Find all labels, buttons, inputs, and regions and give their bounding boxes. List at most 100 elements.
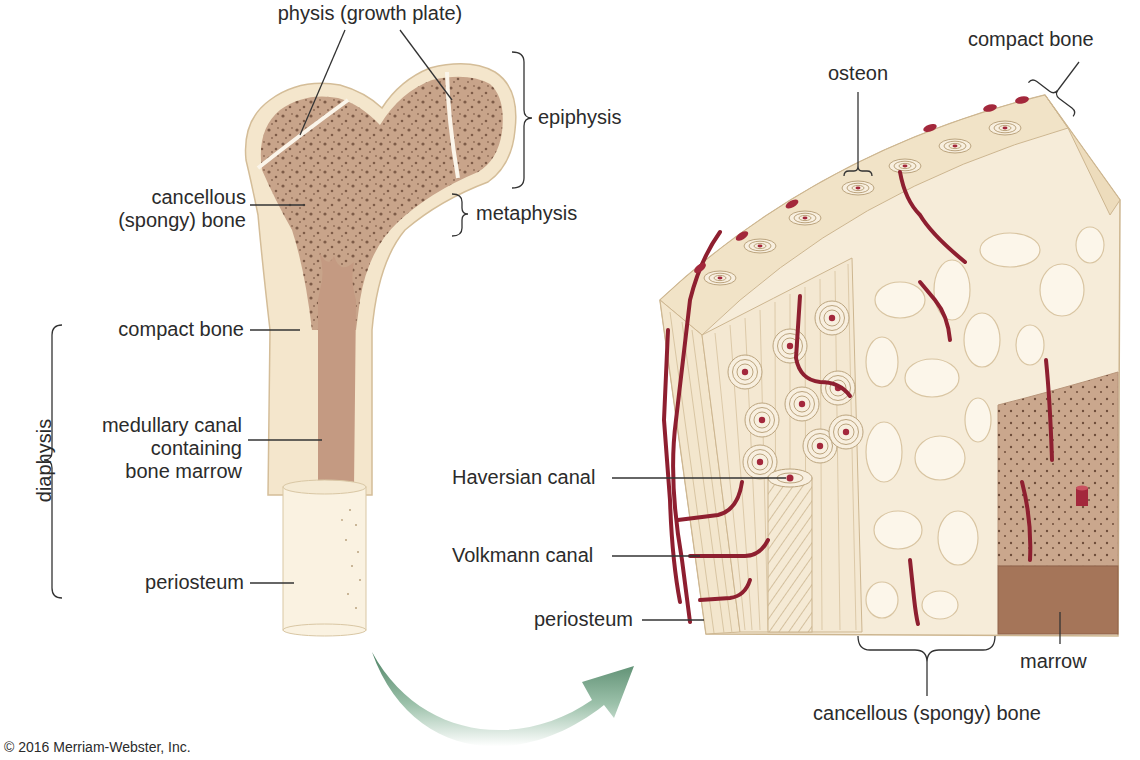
osteon-top xyxy=(989,121,1021,135)
leader-line xyxy=(250,204,305,205)
trabecular-space xyxy=(866,337,898,387)
trabecular-space xyxy=(938,511,978,565)
text-line: (spongy) bone xyxy=(118,209,246,232)
part-label: compact bone xyxy=(118,318,244,341)
bracket xyxy=(512,52,532,188)
femur xyxy=(318,250,356,493)
blood-vessel xyxy=(673,232,720,622)
leader-line xyxy=(857,92,858,166)
blood-vessel xyxy=(1022,482,1030,560)
part-label: periosteum xyxy=(534,608,633,631)
vessel-opening xyxy=(982,103,997,113)
osteon xyxy=(815,301,849,335)
trabecular-space xyxy=(1016,325,1044,365)
part-label: Haversian canal xyxy=(452,466,595,489)
bracket xyxy=(452,194,468,236)
trabecular-space xyxy=(1040,264,1084,316)
trabecular-space xyxy=(905,359,959,397)
vessel-opening xyxy=(734,229,750,242)
text-line: containing xyxy=(102,437,242,460)
bracket xyxy=(844,73,1080,662)
text-line: medullary canal xyxy=(102,414,242,437)
vessel-opening xyxy=(692,261,707,275)
leader-line xyxy=(250,582,294,583)
blood-vessel xyxy=(690,540,768,556)
osteon-top xyxy=(744,239,776,253)
blood-vessel xyxy=(910,560,918,624)
trabecular-space xyxy=(922,591,958,619)
leader-line xyxy=(400,30,452,100)
osteon-top xyxy=(789,211,821,225)
part-label: periosteum xyxy=(145,571,244,594)
region-label: diaphysis xyxy=(33,418,56,501)
leader-line xyxy=(248,30,452,583)
osteon xyxy=(773,329,807,363)
osteon-top xyxy=(704,121,1021,285)
femur xyxy=(283,480,366,494)
femur xyxy=(258,100,348,168)
trabecular-space xyxy=(1076,227,1104,263)
part-label: cancellous (spongy) bone xyxy=(813,702,1041,725)
text-line: bone marrow xyxy=(102,460,242,483)
bone-tissue-block xyxy=(787,475,794,482)
vessel-opening xyxy=(692,95,1029,275)
leader-line xyxy=(612,62,1079,696)
leader-line xyxy=(612,555,700,556)
blood-vessel xyxy=(796,296,850,396)
osteon xyxy=(829,415,863,449)
osteon-top xyxy=(939,139,971,153)
leader-line xyxy=(642,619,704,620)
part-label: physis (growth plate) xyxy=(278,2,463,25)
osteon-top xyxy=(842,181,874,195)
region-label: metaphysis xyxy=(476,202,577,225)
trabecular-space xyxy=(915,436,965,480)
trabecular-space xyxy=(875,282,925,318)
bone-tissue-block xyxy=(660,95,1120,636)
copyright-note: © 2016 Merriam-Webster, Inc. xyxy=(4,739,191,756)
bone-tissue-block xyxy=(998,372,1118,566)
bone-tissue-block xyxy=(1076,488,1088,506)
bone-tissue-block xyxy=(660,95,1068,335)
part-label: medullary canal containing bone marrow xyxy=(102,414,242,483)
osteon xyxy=(785,387,819,421)
bone-tissue-block xyxy=(1045,95,1120,215)
femur xyxy=(283,487,366,630)
periosteum-dots xyxy=(349,509,351,511)
leader-line xyxy=(1059,612,1060,644)
periosteum-dots xyxy=(341,519,343,521)
text-line: cancellous xyxy=(118,186,246,209)
bone-tissue-block xyxy=(998,566,1118,634)
osteon-top xyxy=(889,159,921,173)
osteon xyxy=(821,371,855,405)
bone-tissue-block xyxy=(1076,486,1088,491)
leader-line xyxy=(1058,62,1079,90)
periosteum-dots xyxy=(351,565,353,567)
femur xyxy=(261,77,503,330)
bone-tissue-block xyxy=(702,258,862,632)
part-label: osteon xyxy=(828,62,888,85)
blood-vessel xyxy=(664,330,680,602)
blood-vessel xyxy=(664,172,1052,624)
periosteum-dots xyxy=(345,539,347,541)
leader-line xyxy=(300,30,345,135)
trabecular-space xyxy=(965,398,991,442)
bracket xyxy=(1028,73,1080,116)
region-label: epiphysis xyxy=(538,106,621,129)
zoom-arrow xyxy=(372,652,634,746)
bracket xyxy=(858,636,995,662)
blood-vessel xyxy=(920,282,950,340)
osteon xyxy=(728,355,762,389)
blood-vessel xyxy=(700,580,750,600)
part-label: Volkmann canal xyxy=(452,544,593,567)
vessel-opening xyxy=(1014,95,1029,105)
periosteum-dots xyxy=(359,579,361,581)
osteon xyxy=(745,403,779,437)
leader-line xyxy=(926,662,927,696)
leader-line xyxy=(248,439,322,440)
bone-tissue-block xyxy=(768,478,812,632)
bone-tissue-block xyxy=(768,478,812,632)
part-label: marrow xyxy=(1020,650,1087,673)
leader-line xyxy=(612,477,786,478)
periosteum-dots xyxy=(347,593,349,595)
bracket xyxy=(844,166,872,176)
